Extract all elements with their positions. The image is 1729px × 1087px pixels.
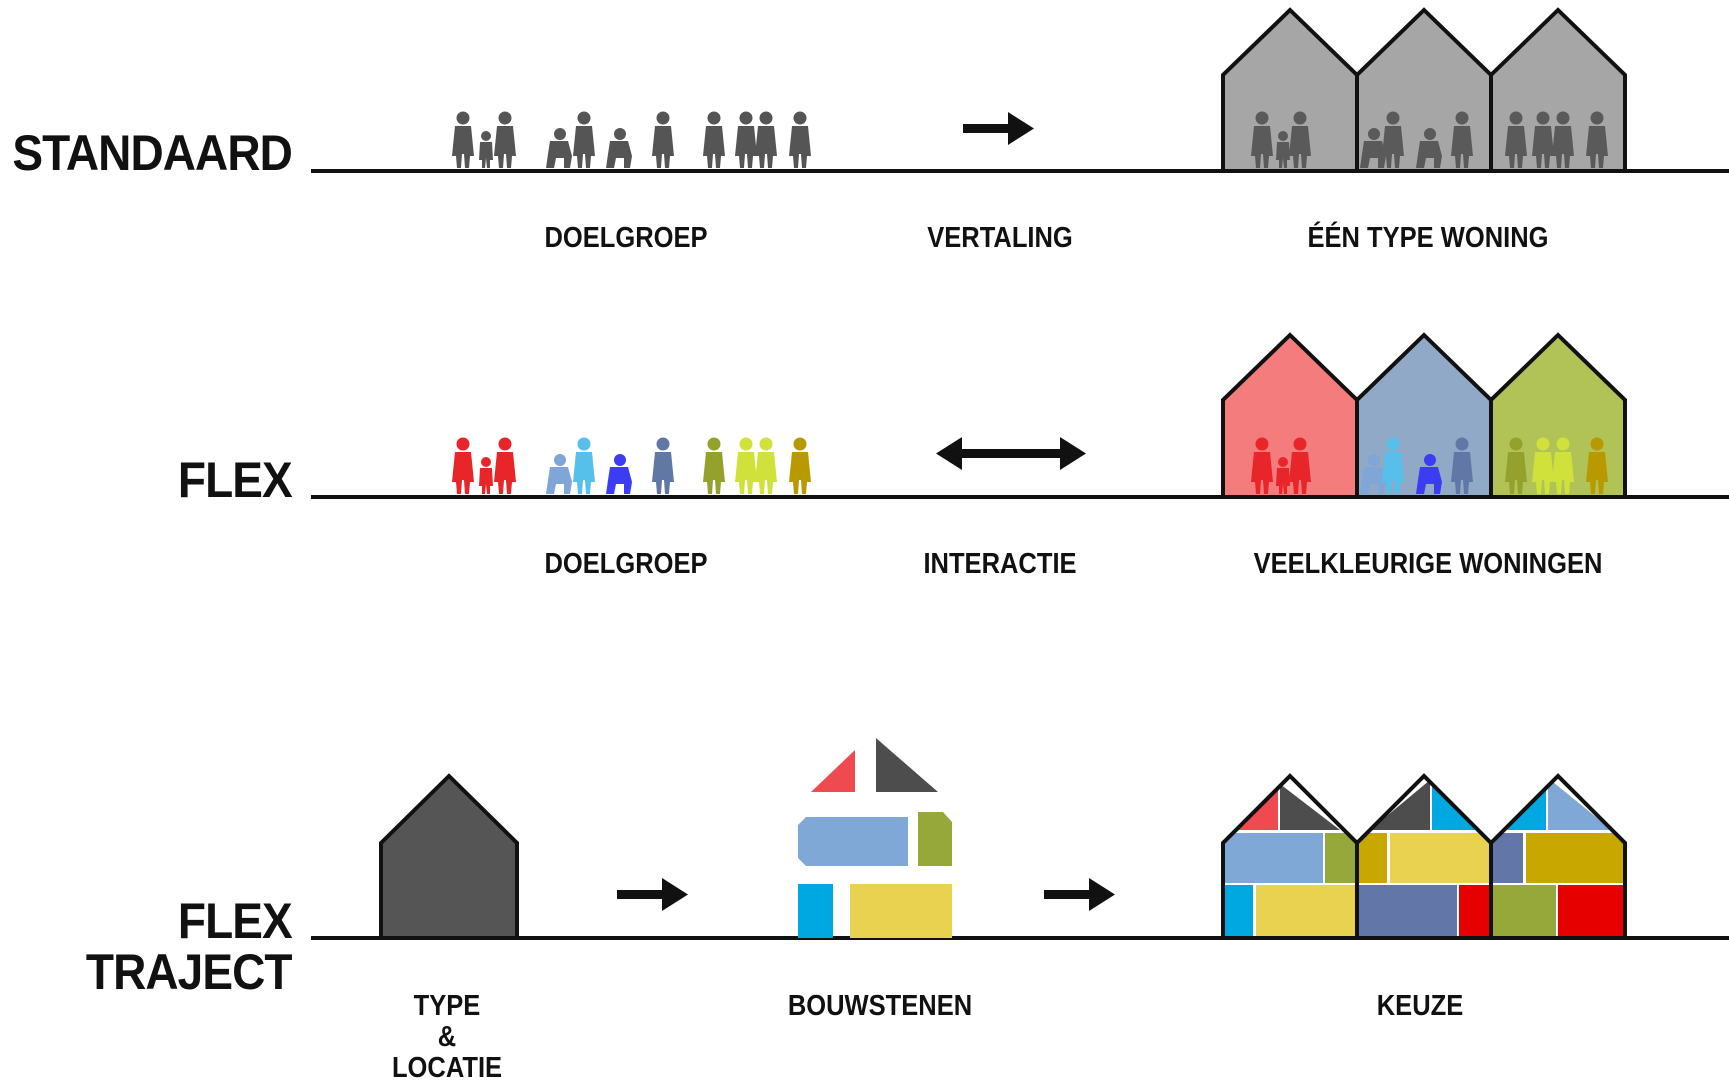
flex-label-veelkleurige-woningen: VEELKLEURIGE WONINGEN [1253,548,1603,580]
standaard-title: STANDAARD [12,125,293,181]
traject-label-bouwstenen: BOUWSTENEN [787,990,973,1022]
flex-traject-title-line-1: FLEX [178,893,293,949]
flex-title: FLEX [178,452,293,508]
flex-people-group [452,437,811,494]
traject-arrow-1-icon [617,878,688,911]
traject-label-type: TYPE [413,990,481,1022]
standaard-people-group [452,111,811,168]
flex-traject-title-line-2: TRAJECT [86,944,293,1000]
choice-house-3 [1491,776,1625,938]
standaard-label-een-type-woning: ÉÉN TYPE WONING [1307,222,1549,254]
type-house-icon [379,773,519,940]
choice-house-2 [1357,776,1491,938]
choice-house-outlines [1221,773,1627,940]
traject-label-keuze: KEUZE [1376,990,1464,1022]
flex-label-doelgroep: DOELGROEP [544,548,708,580]
choice-house-1 [1223,776,1357,938]
traject-label-locatie: LOCATIE [391,1052,503,1084]
traject-arrow-2-icon [1044,878,1115,911]
standaard-row [311,7,1729,173]
flex-traject-row [311,738,1729,940]
choice-houses [1223,776,1625,938]
building-blocks-icon [798,738,952,938]
flex-label-interactie: INTERACTIE [923,548,1077,580]
flex-double-arrow-icon [936,437,1086,470]
traject-label-ampersand: & [437,1021,457,1053]
standaard-label-doelgroep: DOELGROEP [544,222,708,254]
standaard-single-arrow-icon [963,112,1034,145]
flex-row [311,332,1729,499]
standaard-label-vertaling: VERTALING [927,222,1073,254]
